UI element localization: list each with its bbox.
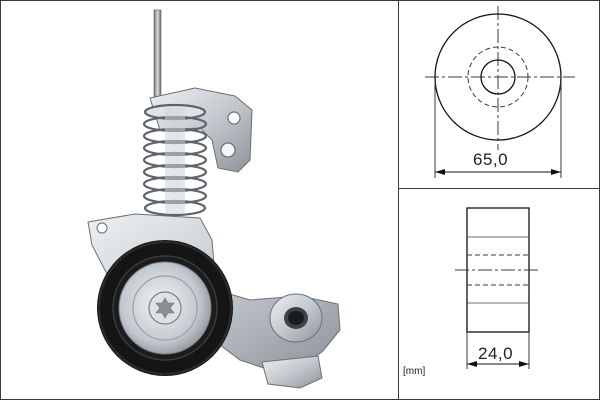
pulley-hub-circle	[467, 46, 529, 108]
unit-label: [mm]	[403, 366, 426, 377]
pivot-foot	[261, 355, 323, 389]
product-photo	[87, 9, 341, 389]
horizontal-divider	[398, 188, 600, 189]
front-view-drawing	[425, 6, 575, 178]
side-view-drawing	[455, 207, 541, 369]
torx-recess	[155, 297, 175, 319]
pulley-bore-circle	[480, 59, 516, 95]
bracket-hole-lower	[220, 142, 236, 158]
diameter-dimension-label: 65,0	[473, 150, 509, 169]
width-dimension-label: 24,0	[478, 344, 514, 363]
arm-mount-hole	[96, 222, 108, 234]
tensioner-rod	[153, 9, 162, 103]
vertical-divider	[398, 0, 399, 400]
pulley-outer-circle	[434, 13, 562, 141]
bracket-hole-upper	[227, 111, 241, 125]
